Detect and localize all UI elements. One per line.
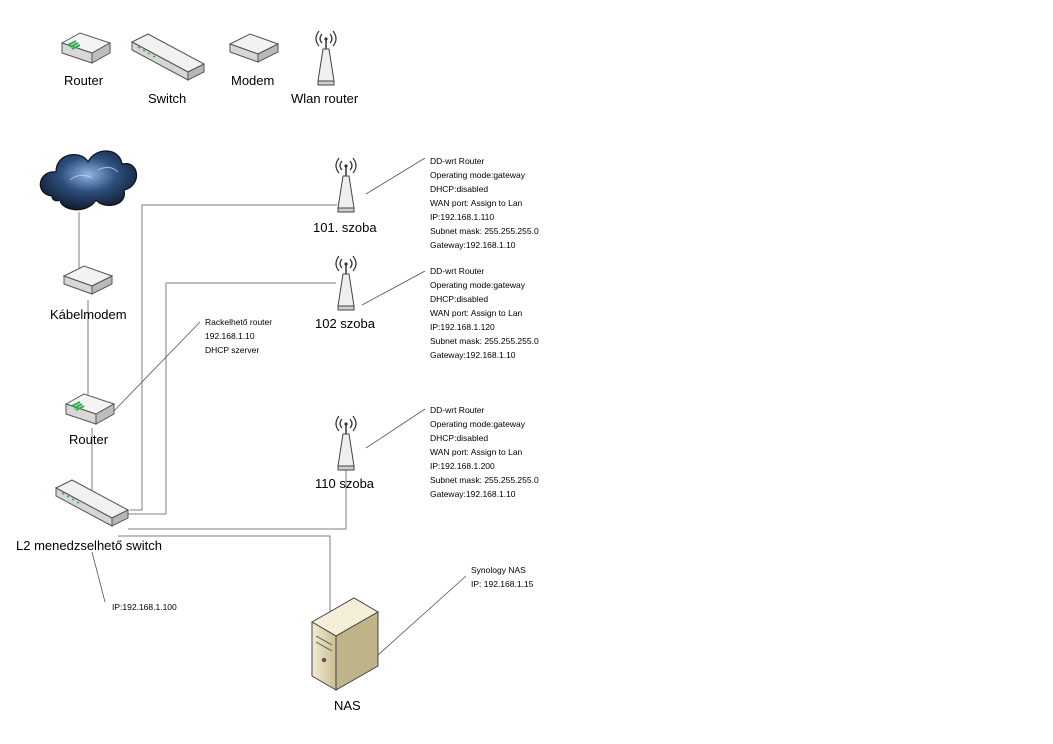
ap-110-note: DD-wrt Router Operating mode:gateway DHC… <box>430 403 539 501</box>
cable-modem-icon <box>63 265 113 295</box>
nas-note: Synology NAS IP: 192.168.1.15 <box>471 563 533 591</box>
ap-110-note-line: WAN port: Assign to Lan <box>430 447 523 457</box>
nas-note-line: IP: 192.168.1.15 <box>471 579 534 589</box>
leader-router <box>109 321 201 416</box>
ap-110-note-line: Subnet mask: 255.255.255.0 <box>430 475 539 485</box>
link-switch-nas <box>118 535 331 612</box>
cloud-icon <box>39 150 138 211</box>
ap-102-label: 102 szoba <box>315 316 375 331</box>
switch-note: IP:192.168.1.100 <box>112 600 177 614</box>
ap-101-label: 101. szoba <box>313 220 377 235</box>
router-label: Router <box>69 432 109 447</box>
cable-modem-label: Kábelmodem <box>50 307 127 322</box>
router-note-line: DHCP szerver <box>205 345 260 355</box>
legend-switch-label: Switch <box>148 91 187 106</box>
ap-102-note-line: DHCP:disabled <box>430 294 489 304</box>
ap-102-note-line: WAN port: Assign to Lan <box>430 308 523 318</box>
legend-switch-icon <box>131 33 205 81</box>
ap-101-note: DD-wrt Router Operating mode:gateway DHC… <box>430 154 539 252</box>
ap-110-note-line: Operating mode:gateway <box>430 419 525 429</box>
leader-ap102 <box>361 270 426 306</box>
switch-note-line: IP:192.168.1.100 <box>112 602 177 612</box>
router-icon <box>65 393 115 425</box>
legend-modem-label: Modem <box>231 73 275 88</box>
legend-modem-icon <box>229 33 279 63</box>
ap-102-note-line: Gateway:192.168.1.10 <box>430 350 516 360</box>
ap-110-label: 110 szoba <box>315 476 375 491</box>
legend-router-icon <box>61 32 111 64</box>
leader-ap110 <box>365 408 426 449</box>
link-switch-ap110 <box>128 470 347 530</box>
router-note-line: Rackelhető router <box>205 317 273 327</box>
router-note-line: 192.168.1.10 <box>205 331 255 341</box>
ap-110-icon <box>335 415 357 471</box>
ap-102-note-line: Subnet mask: 255.255.255.0 <box>430 336 539 346</box>
ap-110-note-line: IP:192.168.1.200 <box>430 461 495 471</box>
ap-101-note-line: Gateway:192.168.1.10 <box>430 240 516 250</box>
ap-102-note-line: IP:192.168.1.120 <box>430 322 495 332</box>
nas-label: NAS <box>334 698 361 713</box>
ap-102-note-line: DD-wrt Router <box>430 266 485 276</box>
switch-label: L2 menedzselhető switch <box>16 538 162 553</box>
link-switch-ap102 <box>126 282 336 515</box>
ap-101-note-line: Operating mode:gateway <box>430 170 525 180</box>
legend-wlan-router-label: Wlan router <box>291 91 359 106</box>
leader-switch <box>91 551 106 603</box>
connection-lines <box>78 204 347 612</box>
ap-101-note-line: WAN port: Assign to Lan <box>430 198 523 208</box>
ap-101-note-line: DD-wrt Router <box>430 156 485 166</box>
link-switch-ap101 <box>130 204 337 511</box>
annotation-leaders <box>91 157 467 656</box>
ap-101-icon <box>335 157 357 213</box>
ap-110-note-line: DD-wrt Router <box>430 405 485 415</box>
ap-102-note-line: Operating mode:gateway <box>430 280 525 290</box>
ap-101-note-line: Subnet mask: 255.255.255.0 <box>430 226 539 236</box>
legend-router-label: Router <box>64 73 104 88</box>
nas-note-line: Synology NAS <box>471 565 526 575</box>
server-icon <box>311 597 379 691</box>
leader-ap101 <box>365 157 426 195</box>
ap-110-note-line: Gateway:192.168.1.10 <box>430 489 516 499</box>
ap-101-note-line: IP:192.168.1.110 <box>430 212 495 222</box>
ap-101-note-line: DHCP:disabled <box>430 184 489 194</box>
leader-nas <box>377 575 467 656</box>
ap-102-note: DD-wrt Router Operating mode:gateway DHC… <box>430 264 539 362</box>
ap-110-note-line: DHCP:disabled <box>430 433 489 443</box>
legend-wlan-router-icon <box>315 30 337 86</box>
router-note: Rackelhető router 192.168.1.10 DHCP szer… <box>205 315 272 357</box>
ap-102-icon <box>335 255 357 311</box>
